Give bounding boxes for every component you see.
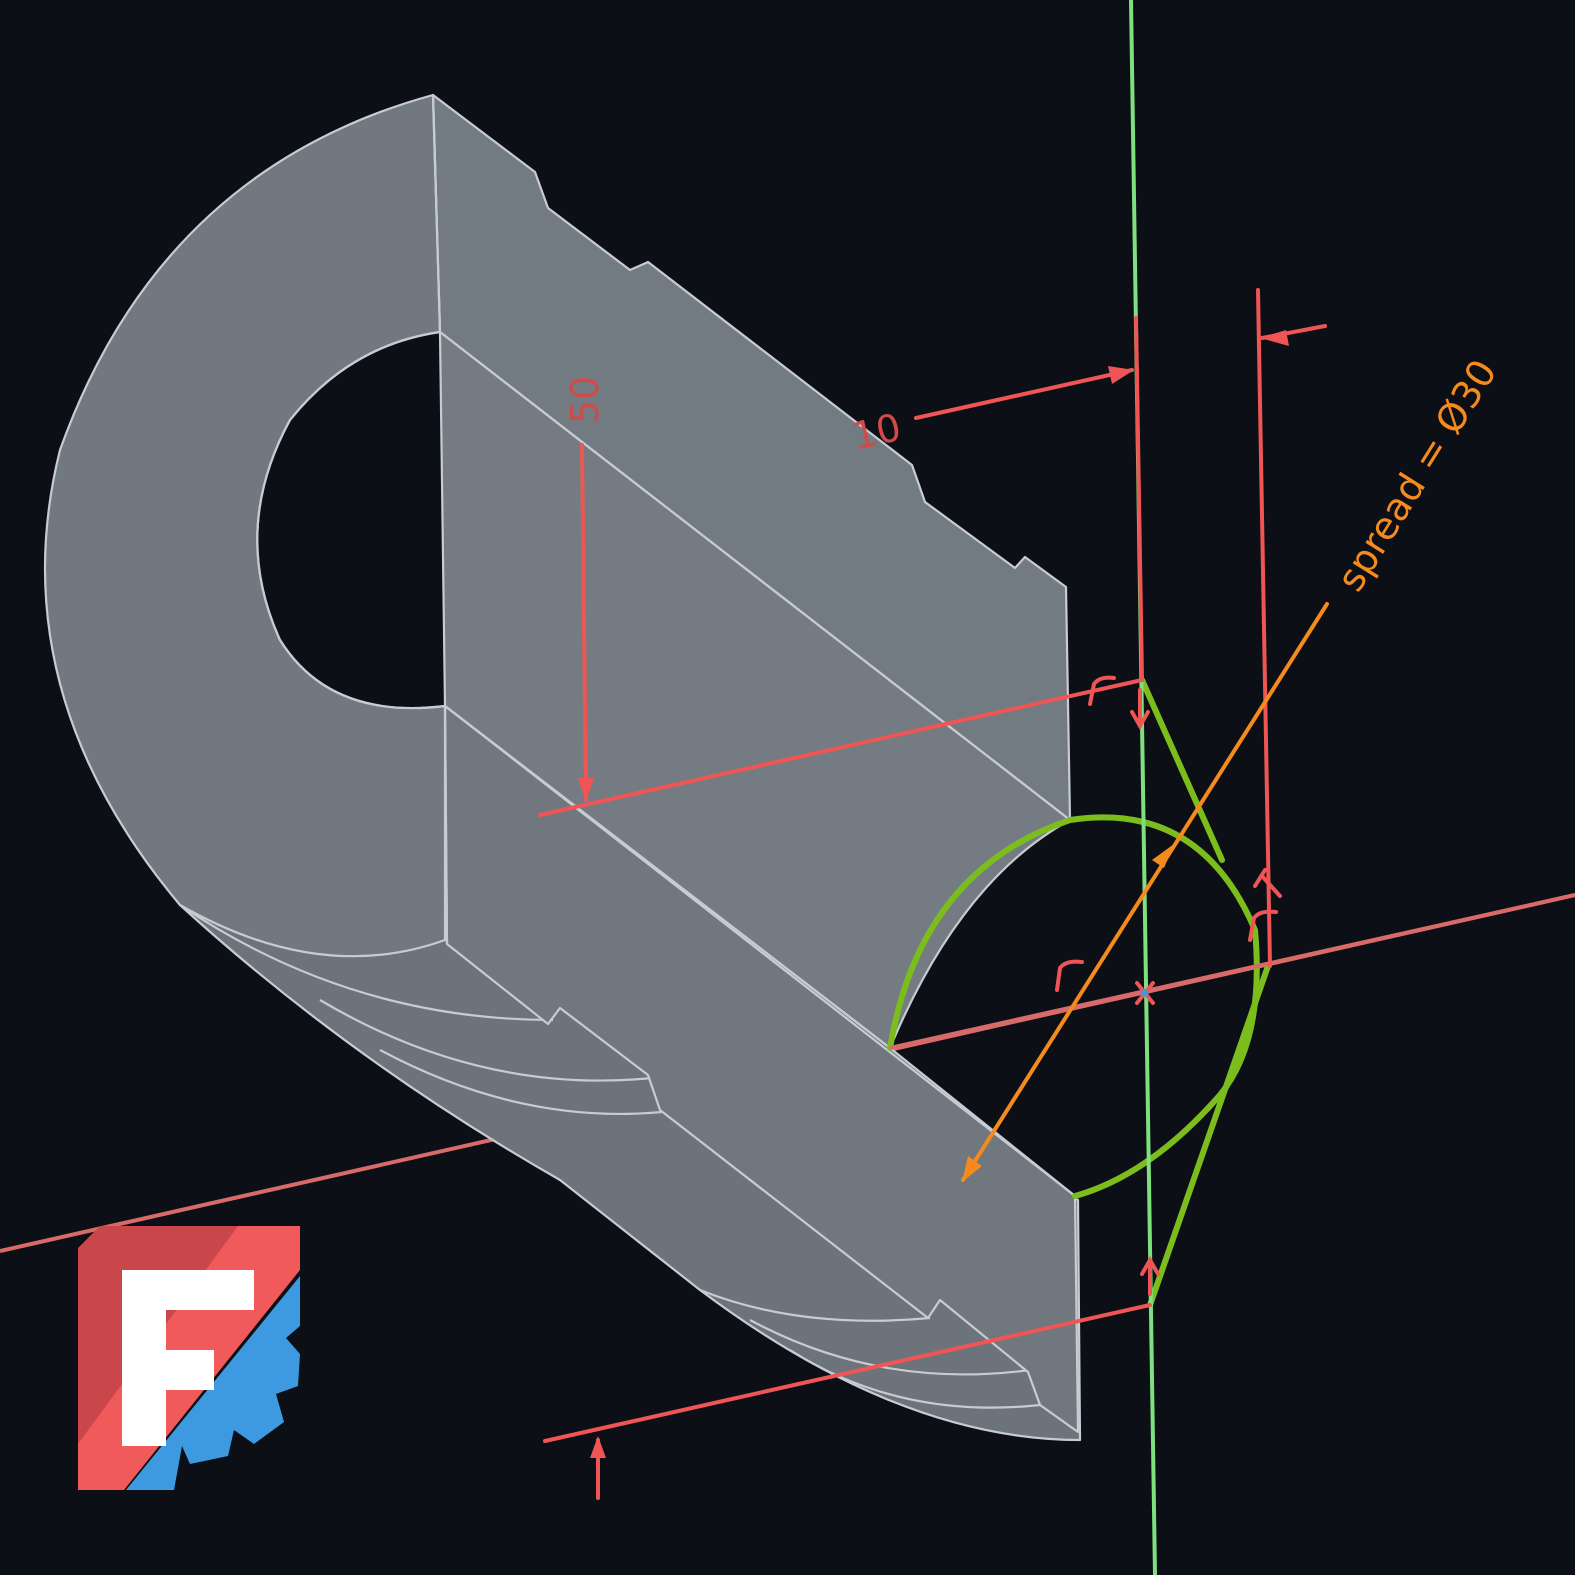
tangent-glyph-right <box>1248 909 1278 942</box>
offset-dimension-label[interactable]: 10 <box>848 405 905 459</box>
tangent-glyph-top <box>1088 675 1116 706</box>
solid-ring-2 <box>699 1288 1041 1409</box>
sketch-circle-arc[interactable] <box>887 814 1260 1199</box>
height-extension-top <box>538 678 1144 817</box>
constraint-right-extension <box>1256 288 1272 968</box>
sketch-tangent-line-lower[interactable] <box>1147 963 1271 1308</box>
y-axis-line <box>1129 0 1157 1575</box>
constraint-right-arrow-head <box>1260 330 1289 346</box>
solid-slot-face <box>438 330 1072 1050</box>
offset-arrow-head <box>1108 366 1134 384</box>
constraint-bottom-arrow-head <box>590 1436 606 1458</box>
solid-ring-1 <box>179 904 663 1115</box>
constraint-down-arrow-head <box>1130 710 1150 731</box>
spread-dimension[interactable] <box>961 602 1329 1182</box>
height-dimension-line[interactable] <box>580 443 588 802</box>
spread-dimension-line[interactable] <box>961 602 1329 1182</box>
constraint-up-arrow-head <box>1140 1255 1160 1276</box>
solid-recess-arc <box>256 330 446 710</box>
solid-body[interactable] <box>43 93 1082 1442</box>
solid-lower-face <box>443 704 1080 1434</box>
sketch-tangent-line-upper[interactable] <box>1139 677 1225 863</box>
height-arrow-head <box>578 778 594 802</box>
solid-edge-long <box>444 705 1076 1197</box>
solid-front-face <box>43 93 447 958</box>
offset-dimension-line[interactable] <box>914 368 1134 420</box>
solid-edge-front <box>431 94 442 333</box>
tangent-glyph-center <box>1055 959 1084 992</box>
logo-white-f <box>122 1270 254 1446</box>
spread-arrow-head-upper <box>1152 844 1174 868</box>
spread-arrow-head-lower <box>962 1156 982 1182</box>
sketch-geometry[interactable] <box>887 677 1271 1308</box>
height-dimension-label[interactable]: 50 <box>563 376 607 424</box>
x-axis-sketch-segment <box>889 893 1575 1050</box>
solid-edge-inner <box>443 705 449 945</box>
freecad-logo-icon <box>78 1226 300 1490</box>
symmetric-glyph <box>1253 868 1282 898</box>
spread-dimension-label[interactable]: spread = Ø30 <box>1328 352 1505 599</box>
constraints[interactable] <box>538 288 1327 1500</box>
constraint-bottom-extension <box>543 1303 1152 1443</box>
constraint-vertical-ref <box>1134 316 1144 682</box>
sketch-origin-icon[interactable] <box>1141 989 1149 997</box>
